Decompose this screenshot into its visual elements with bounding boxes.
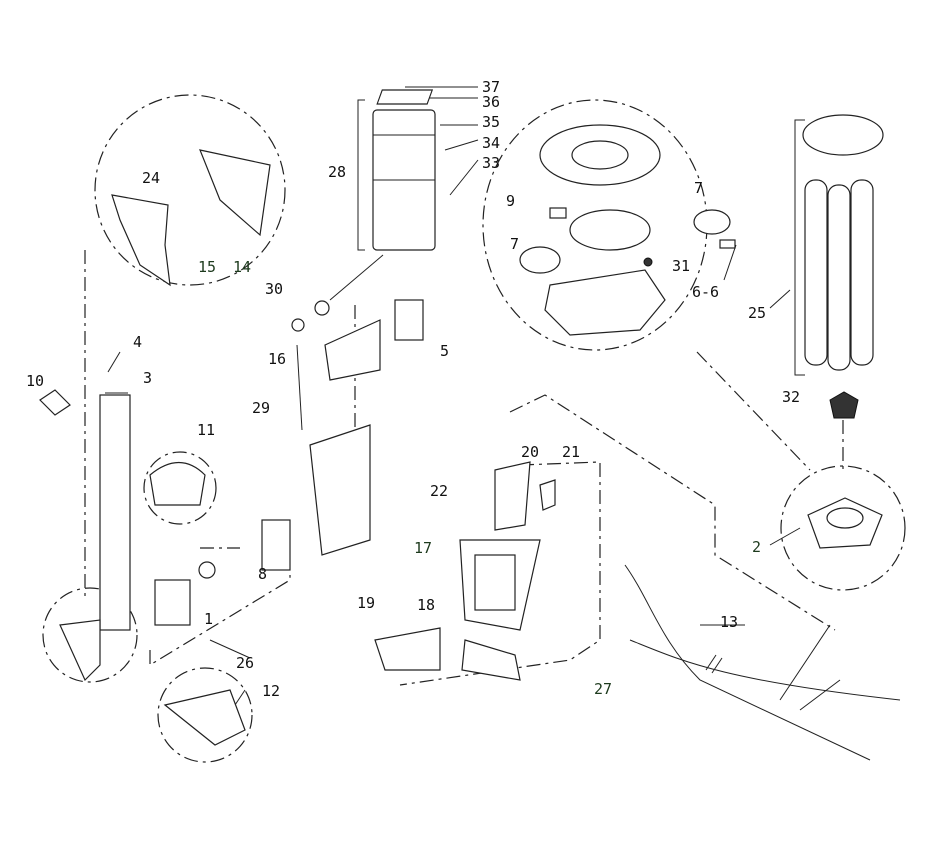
bracket-26 xyxy=(149,575,291,667)
label-11: 11 xyxy=(197,421,215,439)
label-9: 9 xyxy=(506,192,515,210)
label-16: 16 xyxy=(268,350,286,368)
label-7b: 7 xyxy=(694,179,703,197)
label-13: 13 xyxy=(720,613,738,631)
label-27: 27 xyxy=(594,680,612,698)
label-8: 8 xyxy=(258,565,267,583)
dispenser-assembly-27 xyxy=(374,461,556,681)
label-7a: 7 xyxy=(510,235,519,253)
bracket-25 xyxy=(794,119,805,376)
assembly-line xyxy=(509,394,836,631)
label-18: 18 xyxy=(417,596,435,614)
label-25: 25 xyxy=(748,304,766,322)
assembly-line xyxy=(696,351,811,471)
label-24: 24 xyxy=(142,169,160,187)
label-37: 37 xyxy=(482,78,500,96)
wire-harness-13 xyxy=(624,564,901,761)
label-6-6: 6-6 xyxy=(692,283,719,301)
label-28: 28 xyxy=(328,163,346,181)
ice-bucket-28 xyxy=(372,89,436,251)
label-32: 32 xyxy=(782,388,800,406)
label-14: 14 xyxy=(233,258,251,276)
detail-circle-11 xyxy=(143,451,217,525)
chute-parts xyxy=(39,149,271,682)
label-19: 19 xyxy=(357,594,375,612)
label-35: 35 xyxy=(482,113,500,131)
label-17: 17 xyxy=(414,539,432,557)
label-30: 30 xyxy=(265,280,283,298)
label-34: 34 xyxy=(482,134,500,152)
motor-assembly xyxy=(519,124,736,336)
label-5: 5 xyxy=(440,342,449,360)
label-29: 29 xyxy=(252,399,270,417)
detail-circle-chute xyxy=(94,94,286,286)
label-31: 31 xyxy=(672,257,690,275)
label-15: 15 xyxy=(198,258,216,276)
label-3: 3 xyxy=(143,369,152,387)
label-22: 22 xyxy=(430,482,448,500)
label-36: 36 xyxy=(482,93,500,111)
label-20: 20 xyxy=(521,443,539,461)
label-33: 33 xyxy=(482,154,500,172)
label-21: 21 xyxy=(562,443,580,461)
label-4: 4 xyxy=(133,333,142,351)
label-1: 1 xyxy=(204,610,213,628)
bracket-28 xyxy=(357,99,365,251)
label-12: 12 xyxy=(262,682,280,700)
label-2: 2 xyxy=(752,538,761,556)
bracket-parts xyxy=(149,299,424,746)
label-10: 10 xyxy=(26,372,44,390)
coupler-2 xyxy=(807,497,883,549)
detail-circle-12 xyxy=(157,667,253,763)
label-26: 26 xyxy=(236,654,254,672)
auger-rollers-25 xyxy=(802,114,884,419)
detail-circle-door xyxy=(42,587,138,683)
